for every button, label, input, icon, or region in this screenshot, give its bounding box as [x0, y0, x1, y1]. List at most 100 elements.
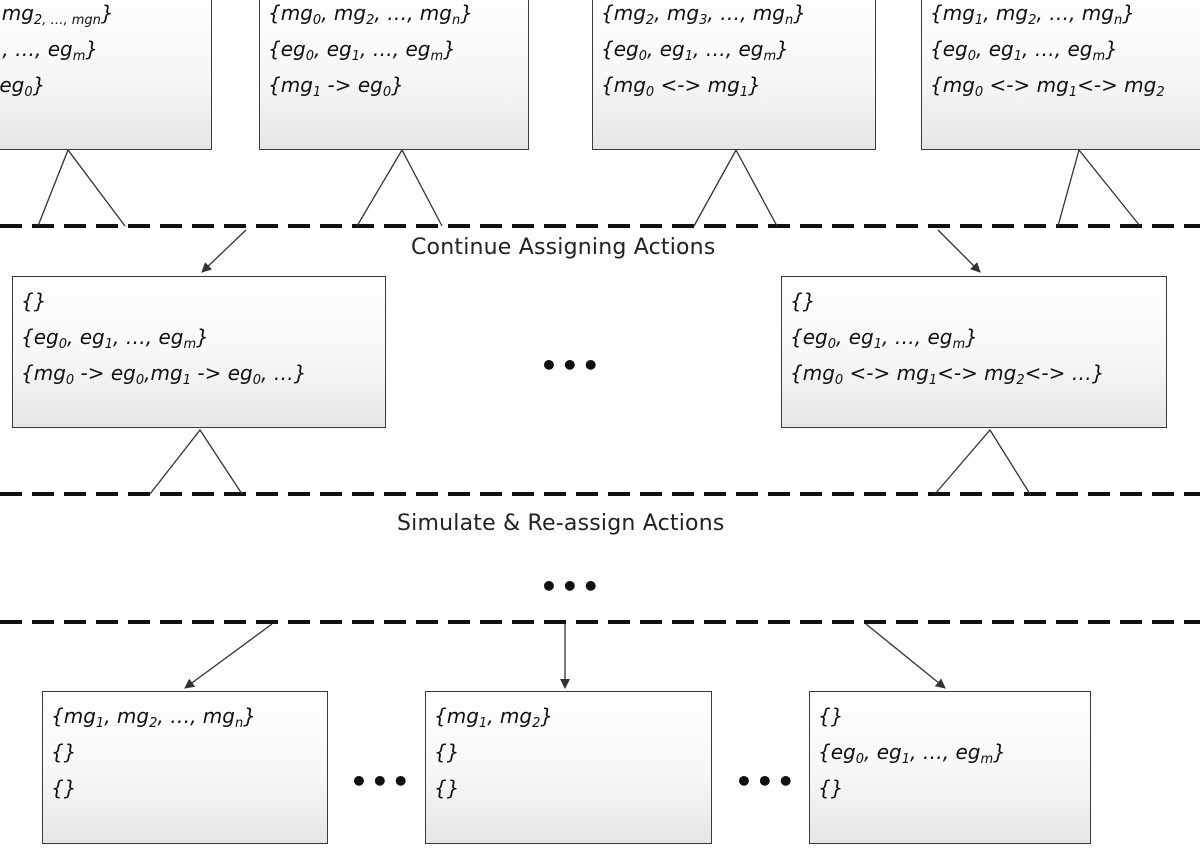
node-text-segment: 1 -> eg [183, 361, 253, 387]
segment-text: {eg [268, 37, 306, 61]
segment-text: } [196, 325, 209, 349]
subscript: 0 [65, 373, 75, 388]
node-text-segment: 0 -> eg [65, 361, 136, 388]
segment-text: {mg [268, 73, 313, 97]
segment-text: {} [21, 289, 47, 313]
segment-text: {mg [790, 361, 835, 385]
node-line: {} [434, 734, 711, 770]
segment-text: , eg [67, 325, 105, 349]
node-text-segment: 1, …, eg [104, 325, 184, 352]
node-text-segment: m} [430, 37, 455, 63]
segment-text: } [100, 1, 114, 25]
segment-text: , …, mg [1036, 1, 1114, 25]
node-text-segment: {eg [790, 325, 828, 349]
segment-text: , mg [321, 1, 367, 25]
node-box-mid-2: {} {eg0, eg1, …, egm} {mg0 <-> mg1<-> mg… [781, 276, 1167, 428]
node-line: {mg1, mg2} [434, 698, 711, 734]
node-text-segment: 0} [24, 73, 45, 100]
node-line: {} [21, 283, 385, 319]
node-line: {mg0, mg2, …, mgn} [268, 0, 528, 31]
subscript: 1 [684, 49, 694, 64]
node-text-segment: {eg [930, 37, 968, 61]
node-text-segment: 0} [382, 73, 404, 100]
node-text-segment: n} [93, 1, 114, 27]
subscript: 0 [834, 373, 844, 388]
segment-text: {} [51, 740, 77, 764]
segment-text: {eg [818, 740, 856, 764]
segment-text: , …} [260, 361, 307, 385]
node-line: {eg0, eg1, …, egm} [21, 319, 385, 355]
node-text-segment: 1 -> eg [313, 73, 383, 99]
subscript: 0 [252, 373, 261, 388]
subscript: 0 [24, 85, 33, 100]
node-text-segment: m} [980, 740, 1006, 767]
node-text-segment: {mg [601, 1, 646, 25]
subscript: 1 [104, 337, 114, 352]
segment-text: } [993, 740, 1006, 764]
node-line: {mg0 -> eg0,mg1 -> eg0, …} [21, 355, 385, 391]
segment-text: , eg [864, 740, 902, 764]
segment-text: ,mg [144, 361, 183, 385]
node-text-segment: n} [1113, 1, 1135, 28]
subscript: 1 [901, 752, 911, 767]
node-text-segment: 2 [1156, 73, 1165, 100]
subscript: 2 [1016, 373, 1025, 388]
segment-text: {eg [601, 37, 639, 61]
segment-text: {mg [601, 1, 646, 25]
segment-text: {eg [21, 325, 59, 349]
ellipsis: ••• [540, 349, 603, 382]
subtree-triangle [149, 428, 243, 495]
subscript: n [1113, 13, 1123, 28]
subscript: m [1092, 49, 1106, 64]
subscript: 2 [1156, 85, 1165, 100]
subscript: m [183, 337, 197, 352]
segment-text: } [1122, 1, 1135, 25]
node-text-segment: 0, eg [968, 37, 1014, 63]
node-text-segment: {} [434, 740, 459, 764]
segment-text: -> eg [74, 361, 136, 385]
segment-text: , mg [654, 1, 700, 25]
segment-text: , mg [487, 704, 533, 728]
edge-arrow [201, 229, 247, 273]
subscript: 0 [382, 85, 392, 100]
node-text-segment: {eg [21, 325, 59, 349]
subscript: 0 [827, 337, 837, 352]
segment-text: <-> mg [1077, 73, 1157, 97]
node-text-segment: 1, mg [479, 704, 533, 730]
segment-text: {mg [601, 73, 646, 97]
node-text-segment: {} [51, 740, 76, 764]
node-text-segment: 2, …, mg [149, 704, 235, 730]
subscript: 0 [974, 85, 984, 100]
subscript: 2 [1028, 13, 1037, 28]
segment-text: {eg [790, 325, 828, 349]
node-line: …, mg2, …, mgn} [0, 0, 211, 31]
subscript: 0 [58, 337, 68, 352]
node-line: eg1, …, egm} [0, 31, 211, 67]
subscript: 0 [638, 49, 648, 64]
subscript: 2 [645, 13, 655, 28]
node-text-segment: {} [818, 704, 843, 728]
subscript: 1 [873, 337, 883, 352]
subscript: 2 [366, 13, 375, 28]
subscript: n [451, 13, 461, 28]
subscript: n [784, 13, 794, 28]
segment-text: , mg [983, 1, 1029, 25]
node-box-top-4: {mg1, mg2, …, mgn} {eg0, eg1, …, egm} {m… [921, 0, 1200, 150]
node-text-segment: {mg [268, 1, 313, 25]
segment-text: } [460, 1, 473, 25]
segment-text: , …, mg [707, 1, 785, 25]
segment-text: {mg [434, 704, 479, 728]
node-line: {} [51, 734, 327, 770]
node-text-segment: {} [818, 776, 843, 800]
node-text-segment: 0 <-> mg [834, 361, 929, 388]
node-text-segment: 1, …, eg [684, 37, 764, 64]
node-text-segment: 0, eg [856, 740, 902, 766]
node-line: {eg0, eg1, …, egm} [601, 31, 875, 67]
subscript: m [980, 752, 994, 767]
section-label-simulate: Simulate & Re-assign Actions [397, 511, 725, 536]
subscript: m [952, 337, 966, 352]
node-text-segment: {mg [434, 704, 479, 728]
segment-text: } [85, 37, 99, 61]
ellipsis: ••• [735, 765, 798, 798]
